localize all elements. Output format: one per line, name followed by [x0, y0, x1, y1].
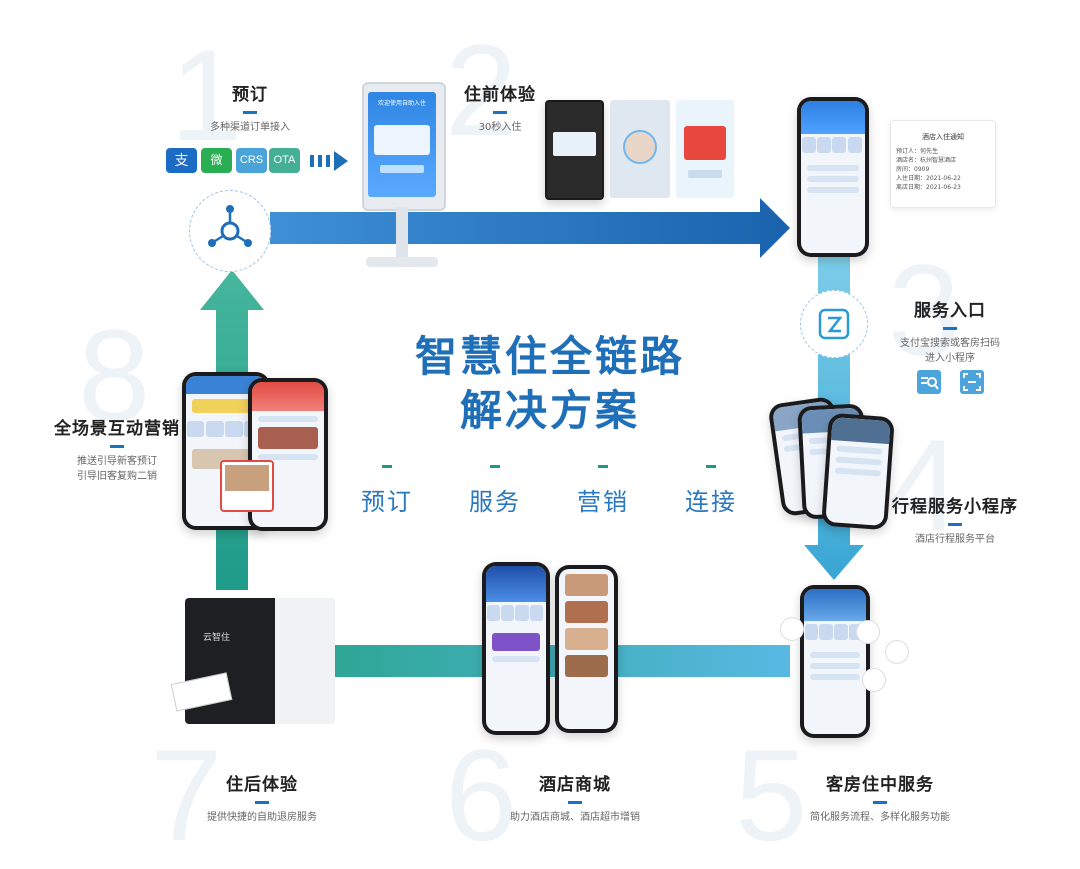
checkout-kiosk-printer: 云智住: [185, 598, 335, 726]
step-title: 客房住中服务: [790, 770, 970, 795]
solution-title-line-1: 智慧住全链路: [380, 330, 720, 384]
promo-card: [220, 460, 274, 512]
step-title: 服务入口: [885, 296, 1015, 321]
keyword-label: 预订: [347, 482, 427, 517]
in-stay-service-phone: [800, 585, 870, 738]
service-phone: [797, 97, 869, 257]
search-icon: [917, 370, 941, 394]
step-desc: 提供快捷的自助退房服务: [192, 810, 332, 825]
title-underline: [493, 111, 507, 114]
step-desc: 助力酒店商城、酒店超市增销: [510, 810, 640, 825]
step-title: 酒店商城: [510, 770, 640, 795]
self-checkin-kiosk: 欢迎使用自助入住: [362, 82, 442, 267]
service-bubble-icon: [862, 668, 886, 692]
wechat-icon: 微: [201, 148, 232, 173]
service-bubble-icon: [885, 640, 909, 664]
scan-icon: [960, 370, 984, 394]
step-desc: 30秒入住: [440, 120, 560, 135]
keyword-connection: 连接: [671, 465, 751, 517]
keyword-label: 连接: [671, 482, 751, 517]
checkin-phone-screen: [545, 100, 604, 200]
keyword-label: 服务: [455, 482, 535, 517]
service-bubble-icon: [856, 620, 880, 644]
kiosk-screen-text: 欢迎使用自助入住: [368, 92, 436, 107]
title-underline: [948, 523, 962, 526]
title-underline: [255, 801, 269, 804]
channel-arrow: [310, 151, 348, 171]
step-desc: 支付宝搜索或客房扫码 进入小程序: [885, 336, 1015, 366]
alipay-icon: 支: [166, 148, 197, 173]
step-6: 酒店商城 助力酒店商城、酒店超市增销: [510, 770, 640, 825]
title-underline: [243, 111, 257, 114]
step-title: 全场景互动营销: [42, 414, 192, 439]
notification-row: 离店日期：2021-06-23: [896, 182, 990, 191]
step-desc: 推送引导新客预订 引导旧客复购二销: [42, 454, 192, 484]
face-scan-screen: [610, 100, 670, 198]
step-desc: 多种渠道订单接入: [190, 120, 310, 135]
mini-program-logo-icon: [800, 290, 868, 358]
room-card-screen: [676, 100, 734, 198]
step-title: 住后体验: [192, 770, 332, 795]
notification-row: 入住日期：2021-06-22: [896, 173, 990, 182]
notification-row: 房间：0909: [896, 164, 990, 173]
title-underline: [110, 445, 124, 448]
step-title: 住前体验: [440, 80, 560, 105]
step-4: 行程服务小程序 酒店行程服务平台: [880, 492, 1030, 547]
mall-phone-1: [482, 562, 550, 735]
solution-title: 智慧住全链路 解决方案: [380, 330, 720, 438]
keyword-dash: [382, 465, 392, 468]
step-desc: 酒店行程服务平台: [880, 532, 1030, 547]
mall-phone-2: [555, 565, 618, 733]
step-1: 预订 多种渠道订单接入: [190, 80, 310, 135]
title-underline: [943, 327, 957, 330]
step-desc: 简化服务流程、多样化服务功能: [790, 810, 970, 825]
service-bubble-icon: [780, 617, 804, 641]
keyword-dash: [490, 465, 500, 468]
keyword-dash: [598, 465, 608, 468]
itinerary-phone-3: [821, 413, 895, 530]
notification-row: 预订人：何先生: [896, 146, 990, 155]
solution-title-line-2: 解决方案: [380, 384, 720, 438]
step-2: 住前体验 30秒入住: [440, 80, 560, 135]
crs-chip: CRS: [236, 148, 267, 173]
title-underline: [568, 801, 582, 804]
step-title: 行程服务小程序: [880, 492, 1030, 517]
title-underline: [873, 801, 887, 804]
step-8: 全场景互动营销 推送引导新客预订 引导旧客复购二销: [42, 414, 192, 484]
ota-chip: OTA: [269, 148, 300, 173]
checkin-notification-card: 酒店入住通知 预订人：何先生 酒店名：杭州智慧酒店 房间：0909 入住日期：2…: [890, 120, 996, 208]
step-5: 客房住中服务 简化服务流程、多样化服务功能: [790, 770, 970, 825]
network-hub-icon: [189, 190, 271, 272]
keyword-label: 营销: [563, 482, 643, 517]
top-flow-arrow: [270, 198, 790, 258]
keyword-booking: 预订: [347, 465, 427, 517]
notification-row: 酒店名：杭州智慧酒店: [896, 155, 990, 164]
notification-title: 酒店入住通知: [896, 132, 990, 142]
step-7: 住后体验 提供快捷的自助退房服务: [192, 770, 332, 825]
step-3: 服务入口 支付宝搜索或客房扫码 进入小程序: [885, 296, 1015, 366]
step-title: 预订: [190, 80, 310, 105]
keyword-dash: [706, 465, 716, 468]
keyword-marketing: 营销: [563, 465, 643, 517]
keyword-service: 服务: [455, 465, 535, 517]
printer-brand-label: 云智住: [203, 630, 230, 643]
